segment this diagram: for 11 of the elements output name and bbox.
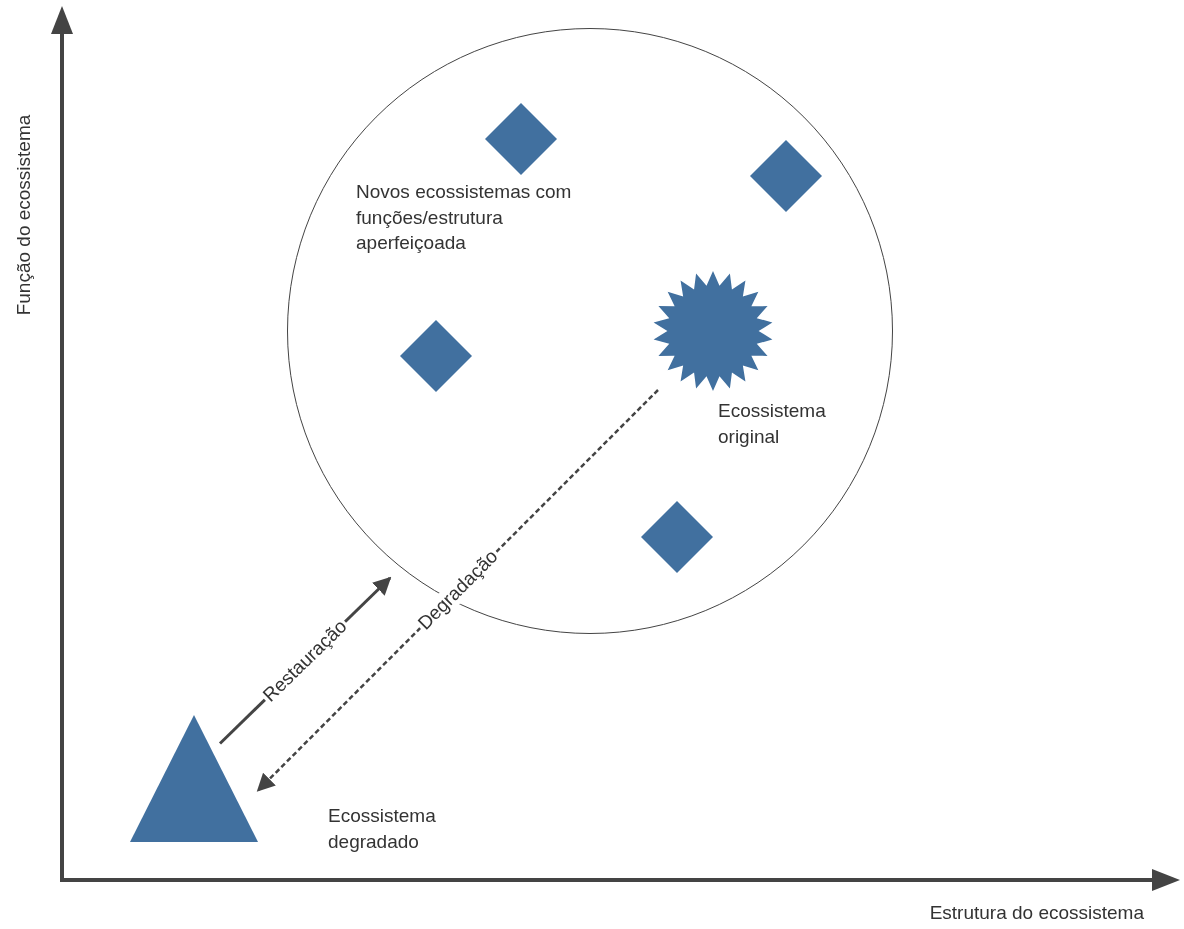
diamond-shape (641, 501, 713, 573)
circle-label: Novos ecossistemas com funções/estrutura aperfeiçoada (356, 180, 573, 256)
axis-title: Estrutura do ecossistema (929, 902, 1144, 924)
diamond-shape (400, 320, 472, 392)
star-shape (653, 271, 773, 391)
node-caption: Ecossistema original (718, 399, 827, 449)
diamond-shape (750, 140, 822, 212)
axis-title: Função do ecossistema (13, 114, 35, 316)
node-caption: Ecossistema degradado (328, 804, 437, 854)
triangle-shape (130, 715, 258, 842)
diamond-shape (485, 103, 557, 175)
